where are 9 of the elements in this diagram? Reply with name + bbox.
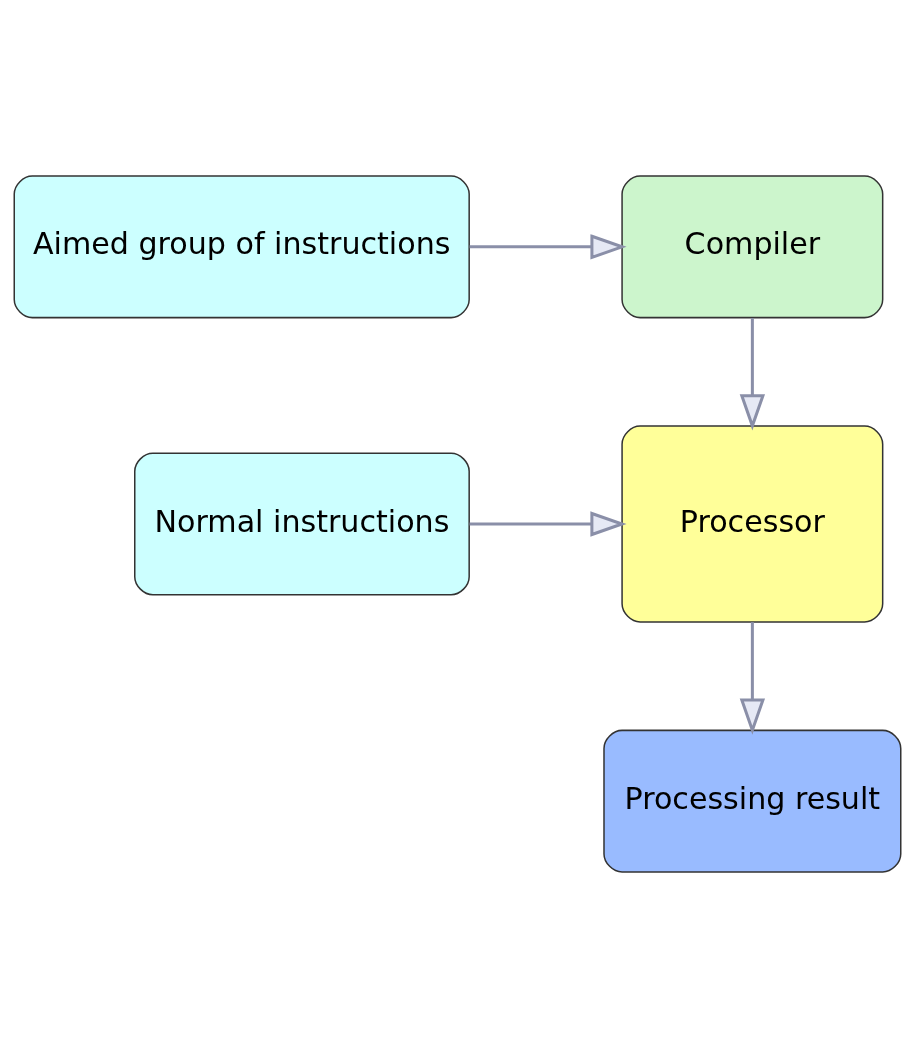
node-box: Processor (621, 425, 884, 623)
arrow (469, 511, 627, 537)
arrow (469, 234, 627, 260)
node-box: Normal instructions (134, 452, 470, 596)
arrow (739, 318, 766, 431)
node-box: Aimed group of instructions (13, 175, 470, 319)
node-box: Compiler (621, 175, 884, 319)
arrow (739, 622, 766, 735)
node-box: Processing result (603, 729, 902, 873)
